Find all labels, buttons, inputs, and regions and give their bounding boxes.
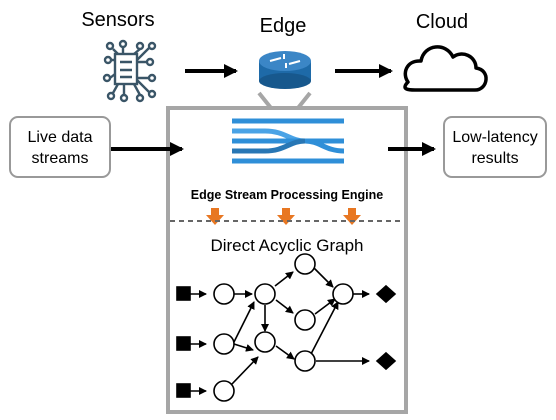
dag-edge — [310, 301, 339, 355]
dag-operator-node — [254, 283, 276, 305]
dag-operator-node — [254, 331, 276, 353]
dag-label: Direct Acyclic Graph — [210, 236, 363, 255]
circuit-chip-icon — [102, 39, 157, 103]
edge-box-connector — [257, 91, 312, 110]
low-latency-results-line2: results — [471, 150, 518, 167]
dag-operator-node — [294, 253, 316, 275]
dag-sink-node — [375, 284, 397, 304]
live-data-streams-box — [9, 116, 111, 178]
live-data-streams-line1: Live data — [28, 129, 93, 146]
dag-source-node — [176, 383, 191, 398]
dag-edge — [233, 343, 254, 352]
dag-source-node — [176, 286, 191, 301]
dag-operator-node — [213, 283, 235, 305]
down-arrow-2 — [277, 208, 295, 225]
dag-operator-node — [213, 380, 235, 402]
dag-operator-node — [213, 333, 235, 355]
dag-operator-node — [294, 350, 316, 372]
dag-sink-node — [375, 351, 397, 371]
tier-title-cloud: Cloud — [416, 11, 468, 33]
dag-edge — [274, 271, 294, 287]
dag-edge — [275, 345, 295, 360]
down-arrow-1 — [206, 208, 224, 225]
dag-source-node — [176, 336, 191, 351]
router-icon — [259, 51, 311, 89]
edge-processing-box — [166, 106, 408, 414]
engine-label: Edge Stream Processing Engine — [191, 188, 383, 202]
cloud-icon — [403, 45, 488, 92]
dag-graph — [176, 253, 397, 402]
engine-output-arrows — [206, 208, 361, 225]
down-arrow-3 — [343, 208, 361, 225]
dag-edge — [233, 301, 255, 343]
dag-edge — [312, 266, 334, 288]
tier-title-edge: Edge — [260, 15, 307, 37]
dag-edge — [275, 299, 294, 314]
live-data-streams-line2: streams — [32, 150, 89, 167]
low-latency-results-line1: Low-latency — [452, 129, 537, 146]
low-latency-results-box — [443, 116, 547, 178]
stream-merge-icon — [232, 118, 345, 164]
dag-edge — [314, 298, 336, 315]
dag-operator-node — [294, 309, 316, 331]
tier-title-sensors: Sensors — [81, 9, 154, 31]
dag-operator-node — [332, 283, 354, 305]
dag-edge — [231, 356, 259, 385]
